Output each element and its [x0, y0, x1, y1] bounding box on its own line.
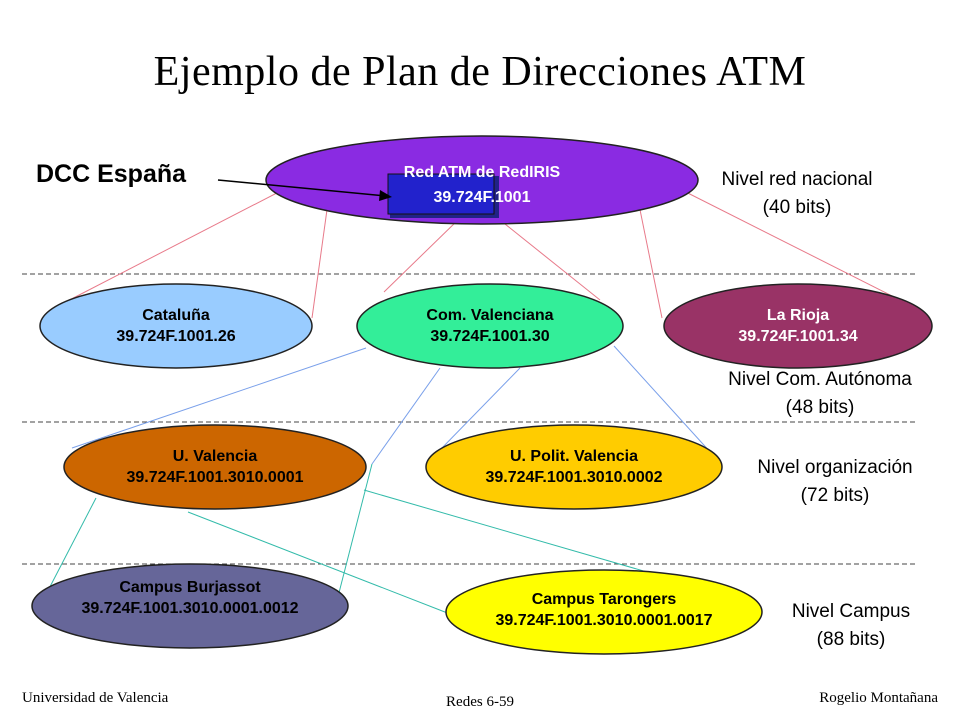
node-name: La Rioja [766, 307, 830, 324]
footer-center: Redes 6-59 [446, 694, 514, 710]
connector-line [613, 345, 713, 455]
node-upv: U. Polit. Valencia 39.724F.1001.3010.000… [434, 446, 714, 488]
connector-line [371, 367, 441, 465]
node-ellipse-rioja [663, 283, 933, 369]
connector-line [661, 179, 913, 307]
node-address: 39.724F.1001.3010.0001 [126, 469, 304, 486]
node-rioja: La Rioja 39.724F.1001.34 [688, 305, 908, 347]
node-name: Com. Valenciana [426, 307, 554, 324]
dcc-arrow-line [217, 179, 387, 197]
node-name: U. Polit. Valencia [509, 448, 639, 465]
node-cataluna: Cataluña 39.724F.1001.26 [66, 305, 286, 347]
connector-line [383, 217, 461, 293]
level-bits: (48 bits) [785, 397, 855, 418]
node-address: 39.724F.1001.26 [116, 328, 236, 345]
node-ellipse-tarongers [445, 569, 763, 655]
node-tarongers: Campus Tarongers 39.724F.1001.3010.0001.… [444, 589, 764, 631]
level-name: Nivel red nacional [721, 169, 873, 190]
level-campus: Nivel Campus (88 bits) [766, 598, 936, 654]
node-ellipse-uv [63, 424, 367, 510]
connector-line [71, 347, 367, 449]
node-ellipse-burjassot [31, 563, 349, 649]
node-ellipse-valenciana [356, 283, 624, 369]
dcc-highlight-box-inner [387, 173, 495, 215]
node-ellipse-upv [425, 424, 723, 510]
level-autonoma: Nivel Com. Autónoma (48 bits) [700, 366, 940, 422]
node-burjassot: Campus Burjassot 39.724F.1001.3010.0001.… [30, 577, 350, 619]
level-bits: (88 bits) [816, 629, 886, 650]
level-bits: (40 bits) [762, 197, 832, 218]
node-name: U. Valencia [172, 448, 258, 465]
node-name: Cataluña [142, 307, 210, 324]
level-name: Nivel Com. Autónoma [728, 369, 912, 390]
node-address: 39.724F.1001.3010.0001.0012 [81, 600, 299, 617]
footer-left: Universidad de Valencia [22, 690, 169, 706]
node-address: 39.724F.1001 [433, 189, 531, 206]
connector-line [635, 189, 663, 319]
node-rediris: Red ATM de RedIRIS 39.724F.1001 [372, 162, 592, 208]
node-valenciana: Com. Valenciana 39.724F.1001.30 [380, 305, 600, 347]
level-bits: (72 bits) [800, 485, 870, 506]
connector-line [439, 367, 521, 451]
footer-right: Rogelio Montañana [819, 690, 938, 706]
level-name: Nivel Campus [791, 601, 911, 622]
node-name: Campus Burjassot [119, 579, 261, 596]
connector-line [499, 219, 601, 301]
slide-title: Ejemplo de Plan de Direcciones ATM [153, 49, 807, 95]
node-name: Campus Tarongers [531, 591, 677, 608]
connector-line [49, 179, 303, 311]
node-address: 39.724F.1001.3010.0001.0017 [495, 612, 713, 629]
level-nacional: Nivel red nacional (40 bits) [692, 166, 902, 222]
node-name: Red ATM de RedIRIS [403, 164, 561, 181]
connector-line [187, 511, 451, 615]
node-address: 39.724F.1001.34 [738, 328, 858, 345]
dcc-arrow-head [379, 190, 392, 201]
node-uv: U. Valencia 39.724F.1001.3010.0001 [75, 446, 355, 488]
node-ellipse-cataluna [39, 283, 313, 369]
node-address: 39.724F.1001.30 [430, 328, 550, 345]
level-name: Nivel organización [757, 457, 913, 478]
node-address: 39.724F.1001.3010.0002 [485, 469, 663, 486]
level-organizacion: Nivel organización (72 bits) [730, 454, 940, 510]
dcc-label: DCC España [36, 160, 187, 188]
